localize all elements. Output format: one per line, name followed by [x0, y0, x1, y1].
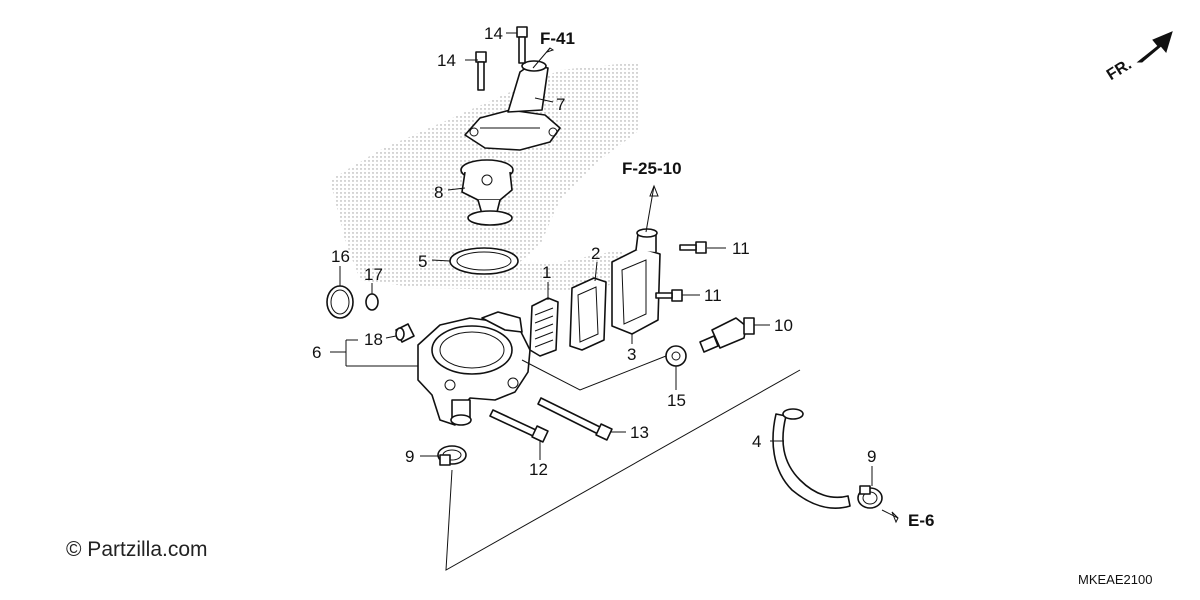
bolt-part-12[interactable] [489, 409, 549, 443]
bolt-part-11-b[interactable] [655, 289, 683, 302]
front-direction-arrow: FR. [1104, 31, 1173, 84]
callout-15: 15 [667, 391, 686, 410]
reference-f-41: F-41 [540, 29, 575, 48]
callout-6: 6 [312, 343, 321, 362]
callout-16: 16 [331, 247, 350, 266]
callout-18: 18 [364, 330, 383, 349]
reference-e-6: E-6 [908, 511, 934, 530]
clamp-part-9-b[interactable] [857, 485, 883, 509]
callout-10: 10 [774, 316, 793, 335]
leader-lines [330, 32, 899, 571]
callout-5: 5 [418, 252, 427, 271]
reference-labels: F-41 F-25-10 E-6 [540, 29, 934, 530]
callout-11-b: 11 [704, 286, 722, 305]
clamp-part-9-a[interactable] [437, 445, 467, 466]
thermostat-cover-part-7[interactable] [464, 60, 561, 151]
callout-numbers: 1 2 3 4 5 6 7 8 9 9 10 11 11 12 13 14 14… [312, 24, 876, 479]
callout-2: 2 [591, 244, 600, 263]
callout-14-a: 14 [437, 51, 456, 70]
callout-11-a: 11 [732, 239, 750, 258]
hose-part-4[interactable] [772, 408, 851, 509]
bolt-part-11-a[interactable] [679, 241, 707, 254]
strainer-part-1[interactable] [529, 297, 559, 357]
o-ring-part-16[interactable] [326, 285, 354, 319]
temperature-sensor-part-10[interactable] [699, 317, 755, 353]
callout-9-b: 9 [867, 447, 876, 466]
callout-7: 7 [556, 95, 565, 114]
bolt-part-14-a[interactable] [475, 51, 487, 91]
water-pump-housing-part-6[interactable] [417, 311, 531, 426]
gasket-part-2[interactable] [569, 277, 607, 351]
thermostat-part-8[interactable] [460, 159, 514, 226]
front-direction-label: FR. [1104, 56, 1135, 84]
water-pipe-part-3[interactable] [611, 228, 661, 335]
callout-1: 1 [542, 263, 551, 282]
callout-3: 3 [627, 345, 636, 364]
callout-8: 8 [434, 183, 443, 202]
callout-9-a: 9 [405, 447, 414, 466]
callout-14-b: 14 [484, 24, 503, 43]
bolt-part-13[interactable] [537, 397, 613, 441]
washer-part-15[interactable] [665, 345, 687, 367]
o-ring-part-17[interactable] [365, 293, 379, 311]
callout-12: 12 [529, 460, 548, 479]
bolt-part-14-b[interactable] [516, 26, 528, 64]
callout-13: 13 [630, 423, 649, 442]
reference-f-25-10: F-25-10 [622, 159, 682, 178]
diagram-code: MKEAE2100 [1078, 572, 1152, 587]
copyright-notice: © Partzilla.com [66, 538, 208, 561]
dowel-pin-part-18[interactable] [395, 323, 415, 343]
callout-17: 17 [364, 265, 383, 284]
o-ring-part-5[interactable] [449, 247, 519, 275]
callout-4: 4 [752, 432, 761, 451]
